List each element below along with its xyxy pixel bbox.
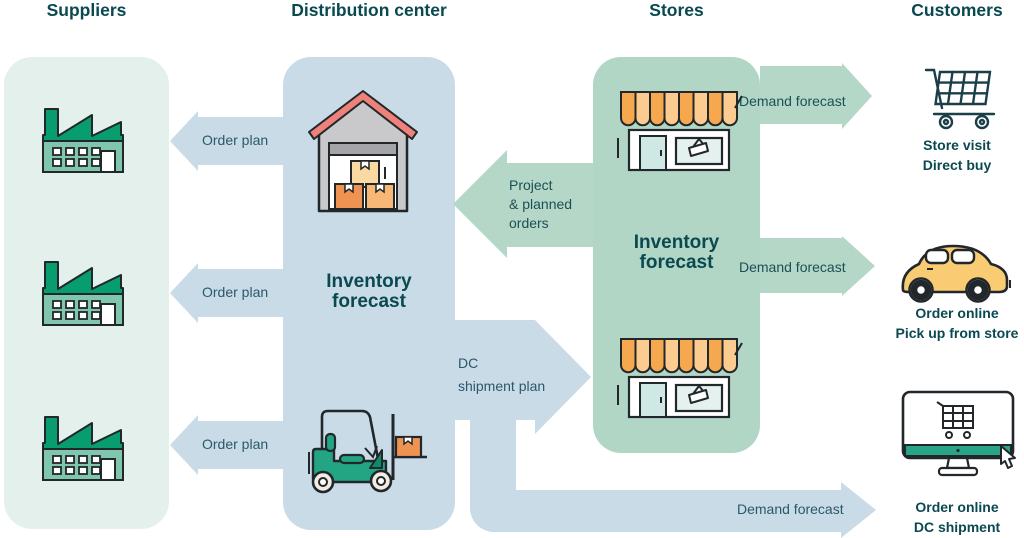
- demand-forecast-label-2: Demand forecast: [739, 259, 846, 275]
- warehouse-icon: [303, 87, 423, 215]
- order-plan-label-2: Order plan: [202, 284, 269, 300]
- stores-inventory-forecast-label: Inventory forecast: [633, 232, 720, 273]
- demand-forecast-arrowhead-3: [841, 482, 876, 538]
- dc-shipment-label-line2: shipment plan: [458, 378, 546, 394]
- project-orders-arrowhead: [453, 150, 507, 258]
- pickup-caption-line2: Pick up from store: [895, 324, 1019, 341]
- order-plan-arrowhead-3: [170, 415, 198, 475]
- demand-forecast-connector-horizontal: [490, 490, 841, 532]
- dc-inventory-forecast-label: Inventory forecast: [326, 271, 412, 312]
- header-distribution-center: Distribution center: [291, 0, 447, 20]
- demand-forecast-arrow-2: [760, 238, 842, 293]
- order-plan-label-3: Order plan: [202, 436, 269, 452]
- online-caption-line1: Order online: [915, 499, 999, 515]
- header-customers: Customers: [911, 0, 1003, 20]
- storefront-icon: [616, 84, 744, 176]
- order-plan-arrowhead-1: [170, 111, 198, 171]
- storefront-icon: [616, 331, 744, 423]
- demand-forecast-label-3: Demand forecast: [737, 501, 844, 517]
- factory-icon: [41, 259, 125, 327]
- dc-shipment-arrowhead: [535, 320, 591, 434]
- dc-shipment-arrow: [455, 320, 535, 420]
- project-orders-label-line1: Project: [509, 177, 553, 193]
- project-orders-label-line2: & planned: [509, 196, 573, 212]
- header-suppliers: Suppliers: [46, 0, 127, 20]
- store-visit-caption-line2: Direct buy: [922, 156, 992, 173]
- car-icon: [895, 234, 1015, 308]
- order-plan-arrow-1: [198, 117, 285, 165]
- pickup-caption-line1: Order online: [915, 305, 999, 321]
- order-plan-label-1: Order plan: [202, 132, 269, 148]
- shopping-cart-icon: [920, 66, 998, 130]
- demand-forecast-arrowhead-1: [842, 63, 872, 129]
- forklift-icon: [297, 400, 429, 494]
- store-visit-caption-line1: Store visit: [923, 137, 991, 153]
- header-stores: Stores: [649, 0, 704, 20]
- online-caption-line2: DC shipment: [913, 518, 1001, 535]
- demand-forecast-arrow-1: [760, 66, 842, 124]
- project-orders-arrow: [507, 163, 593, 247]
- order-plan-arrow-2: [198, 269, 285, 317]
- monitor-online-shop-icon: [901, 390, 1021, 484]
- demand-forecast-label-1: Demand forecast: [739, 93, 846, 109]
- order-plan-arrow-3: [198, 421, 285, 469]
- order-plan-arrowhead-2: [170, 263, 198, 323]
- cursor-icon: [1000, 445, 1016, 469]
- factory-icon: [41, 414, 125, 482]
- project-orders-label-line3: orders: [509, 215, 549, 231]
- dc-shipment-label-line1: DC: [458, 355, 479, 371]
- demand-forecast-arrowhead-2: [842, 236, 875, 296]
- factory-icon: [41, 106, 125, 174]
